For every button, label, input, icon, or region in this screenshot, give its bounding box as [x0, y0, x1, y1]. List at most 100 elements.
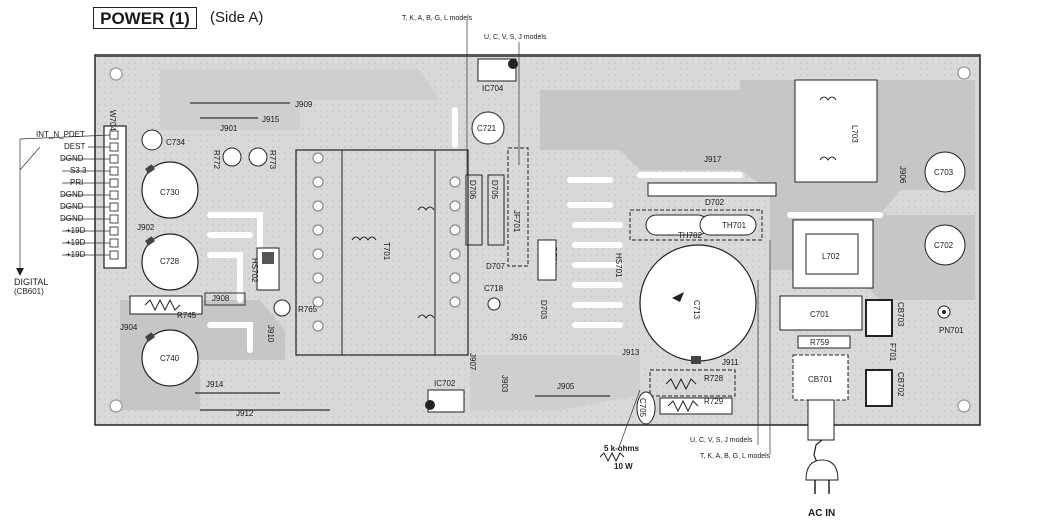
pin-label: DGND — [60, 190, 84, 199]
label-j905: J905 — [557, 382, 575, 391]
label-cb701: CB701 — [808, 375, 833, 384]
resistor-r745 — [129, 295, 203, 315]
label-jf701: JF701 — [512, 210, 521, 233]
coil-symbol — [819, 96, 837, 101]
label-r765: R765 — [298, 305, 318, 314]
label-r773: R773 — [268, 150, 277, 170]
copper-area-top-left — [160, 70, 440, 130]
capacitor-c705 — [636, 391, 656, 425]
copper-area-center — [540, 90, 740, 170]
connector-pins — [109, 130, 119, 260]
label-r728: R728 — [704, 374, 724, 383]
pin-label: +19D — [66, 250, 86, 259]
pin-labels: INT_N_PDET DEST DGND S3.3 PRI DGND DGND … — [36, 130, 87, 259]
label-ic702: IC702 — [434, 379, 456, 388]
mounting-hole — [109, 399, 123, 413]
callout-top-2: U, C, V, S, J models — [484, 34, 547, 41]
label-j912: J912 — [236, 409, 254, 418]
label-r729: R729 — [704, 397, 724, 406]
pin-label: PRI — [70, 178, 83, 187]
label-th702: TH702 — [678, 231, 703, 240]
resistor-symbol — [144, 298, 181, 312]
pin-label: +19D — [66, 238, 86, 247]
label-l703: L703 — [850, 125, 859, 143]
label-c705: C705 — [638, 398, 647, 418]
mounting-hole — [957, 66, 971, 80]
ac-cord-sleeve — [807, 399, 835, 441]
label-j910: J910 — [266, 325, 275, 343]
label-f701: F701 — [888, 343, 897, 362]
jumper-j908 — [204, 292, 246, 306]
title-box: POWER (1) — [93, 7, 197, 29]
label-j901: J901 — [220, 124, 238, 133]
outline-resistors — [649, 369, 736, 397]
ic-ic704 — [477, 58, 517, 82]
label-c730: C730 — [160, 188, 180, 197]
capacitor-c718 — [487, 297, 501, 311]
callout-resistor-power: 10 W — [614, 462, 633, 471]
coil-symbol — [417, 206, 435, 211]
mounting-hole — [957, 399, 971, 413]
digital-label: DIGITAL — [14, 277, 48, 287]
callout-line — [617, 389, 641, 451]
label-j916: J916 — [510, 333, 528, 342]
connector-cb702 — [865, 369, 893, 407]
connector-ref: W704 — [108, 110, 117, 131]
capacitor-c703 — [924, 151, 966, 193]
label-j902: J902 — [137, 223, 155, 232]
label-hs702: HS702 — [250, 258, 259, 283]
label-cb703: CB703 — [896, 302, 905, 327]
pin-lines — [19, 134, 111, 270]
label-c718: C718 — [484, 284, 504, 293]
pin-label: DGND — [60, 202, 84, 211]
outline-thermistors — [629, 209, 763, 241]
pin-label: DGND — [60, 214, 84, 223]
label-j914: J914 — [206, 380, 224, 389]
transformer-t701 — [295, 149, 469, 356]
label-c721: C721 — [477, 124, 497, 133]
capacitor-mark — [145, 332, 155, 342]
label-t701: T701 — [382, 242, 391, 261]
connector-cb703 — [865, 299, 893, 337]
capacitor-mark — [145, 164, 155, 174]
digital-arrow — [16, 268, 24, 276]
pin-label: DEST — [64, 142, 85, 151]
page-title: POWER (1) — [100, 9, 190, 28]
transformer-pins — [312, 152, 461, 332]
resistor-r729 — [667, 399, 699, 413]
outline-jf701 — [507, 147, 529, 267]
label-d702: D702 — [705, 198, 725, 207]
capacitor-c701 — [779, 295, 863, 331]
label-j915: J915 — [262, 115, 280, 124]
resistor-r772 — [222, 147, 242, 167]
terminal-pn701-center — [942, 310, 946, 314]
label-d705: D705 — [490, 180, 499, 200]
label-j903: J903 — [500, 375, 509, 393]
capacitor-c702 — [924, 224, 966, 266]
label-d707: D707 — [486, 262, 506, 271]
diode-d705 — [487, 174, 505, 246]
label-c734: C734 — [166, 138, 186, 147]
resistor-symbol — [599, 451, 625, 463]
coil-symbol — [417, 314, 435, 319]
coil-symbol — [351, 236, 377, 241]
label-c740: C740 — [160, 354, 180, 363]
mounting-hole — [109, 67, 123, 81]
label-ic704: IC704 — [482, 84, 504, 93]
label-th701: TH701 — [722, 221, 747, 230]
resistor-r759 — [797, 335, 851, 349]
diode-d706 — [465, 174, 483, 246]
label-d706: D706 — [468, 180, 477, 200]
callout-top-1: T, K, A, B, G, L models — [402, 15, 473, 22]
label-j906: J906 — [898, 166, 907, 184]
label-r772: R772 — [212, 150, 221, 170]
traces — [207, 107, 883, 353]
connector-cb701 — [792, 354, 849, 401]
pin-label: INT_N_PDET — [36, 130, 85, 139]
label-c701: C701 — [810, 310, 830, 319]
label-j909: J909 — [295, 100, 313, 109]
coil-symbol — [819, 156, 837, 161]
ac-plug — [805, 459, 839, 481]
label-c713: C713 — [692, 300, 701, 320]
inductor-l703 — [794, 79, 878, 183]
